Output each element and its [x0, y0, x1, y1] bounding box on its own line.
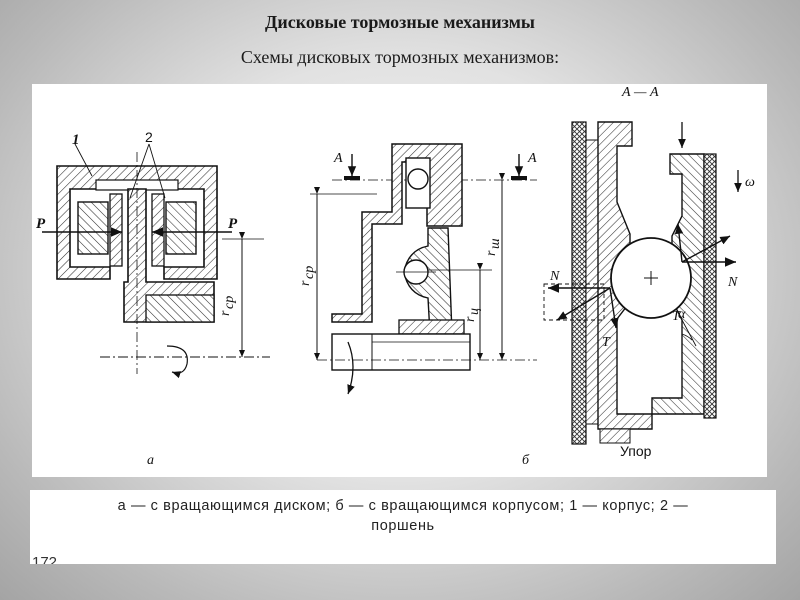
panel-a: 1 2 P P r ср а	[36, 129, 270, 468]
label-panel-a: а	[147, 453, 154, 468]
label-r-avg-a: r	[218, 310, 233, 316]
section-a-a: А — А ω	[543, 85, 755, 459]
diagram-svg: 1 2 P P r ср а А А	[36, 85, 755, 468]
label-section-right: А	[527, 151, 537, 166]
label-n-right: N	[727, 275, 738, 290]
label-force-left: P	[36, 216, 46, 232]
label-panel-b: б	[522, 453, 530, 468]
label-t-top: T	[672, 309, 681, 324]
label-alpha: α	[678, 307, 686, 322]
label-r-ball: r	[484, 250, 499, 256]
label-r-avg-b: r	[298, 280, 313, 286]
label-r-piston: r	[463, 316, 478, 322]
shaft-b	[331, 333, 471, 371]
label-piston-number: 2	[145, 129, 153, 145]
piston-right	[165, 201, 197, 255]
panel-b: А А r ср	[298, 143, 537, 468]
label-force-right: P	[228, 216, 238, 232]
label-section-left: А	[333, 151, 343, 166]
caption-box: а — с вращающимся диском; б — с вращающи…	[30, 490, 776, 564]
slide-subtitle: Схемы дисковых тормозных механизмов:	[240, 47, 560, 67]
slide-title: Дисковые тормозные механизмы	[265, 12, 535, 32]
label-n-left: N	[549, 269, 560, 284]
label-stop: Упор	[620, 443, 652, 459]
label-omega: ω	[745, 175, 755, 190]
label-r-avg-b-sub: ср	[302, 266, 317, 279]
label-r-ball-sub: ш	[488, 238, 503, 249]
brake-diagram: 1 2 P P r ср а А А	[32, 84, 767, 477]
label-r-piston-sub: ц	[467, 308, 482, 315]
label-housing-number: 1	[72, 132, 80, 148]
label-t-bottom: T	[602, 335, 611, 350]
page-number: 172	[32, 554, 58, 564]
caption-line-2: поршень	[371, 518, 435, 534]
label-r-avg-a-sub: ср	[222, 296, 237, 309]
piston-left	[77, 201, 109, 255]
caption-line-1: а — с вращающимся диском; б — с вращающи…	[117, 498, 689, 514]
label-section-title: А — А	[621, 85, 659, 100]
